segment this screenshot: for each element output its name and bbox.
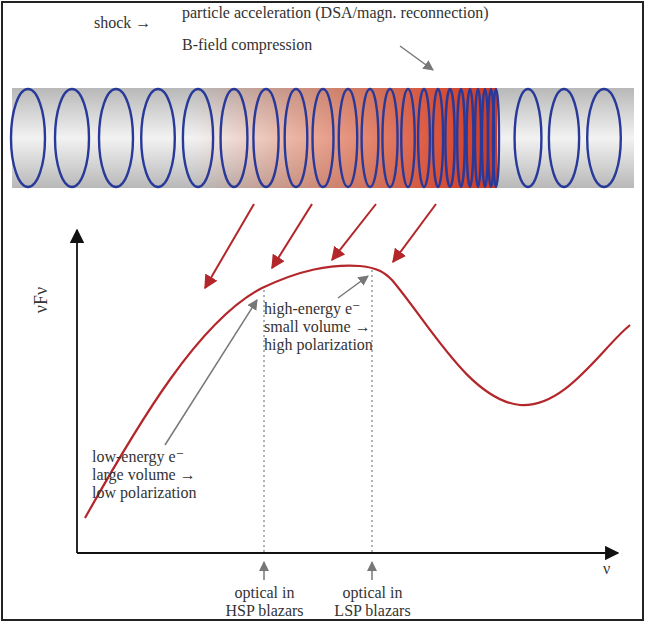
- leader-line: [338, 276, 368, 298]
- shock-label: shock →: [94, 14, 151, 32]
- x-axis: [77, 552, 618, 554]
- sed-curve: [85, 266, 630, 518]
- tick-label: optical in LSP blazars: [333, 584, 412, 620]
- tick-label: optical in HSP blazars: [224, 584, 305, 620]
- leader-line: [400, 46, 433, 70]
- leader-line: [371, 562, 373, 580]
- axis-label: ν: [603, 560, 610, 578]
- annotation: high-energy e⁻ small volume → high polar…: [264, 300, 375, 354]
- annotation: B-field compression: [182, 36, 312, 54]
- axis-label: νFν: [32, 287, 50, 313]
- shock-region: [195, 88, 497, 188]
- emission-arrows: [205, 204, 436, 288]
- helical-field: [11, 89, 621, 187]
- dotted-line: [371, 270, 373, 553]
- jet-tube: [12, 88, 634, 188]
- y-axis: [76, 230, 78, 553]
- annotation: particle acceleration (DSA/magn. reconne…: [182, 4, 489, 22]
- leader-line: [263, 562, 265, 580]
- leader-line: [165, 300, 257, 445]
- annotation: low-energy e⁻ large volume → low polariz…: [92, 448, 199, 502]
